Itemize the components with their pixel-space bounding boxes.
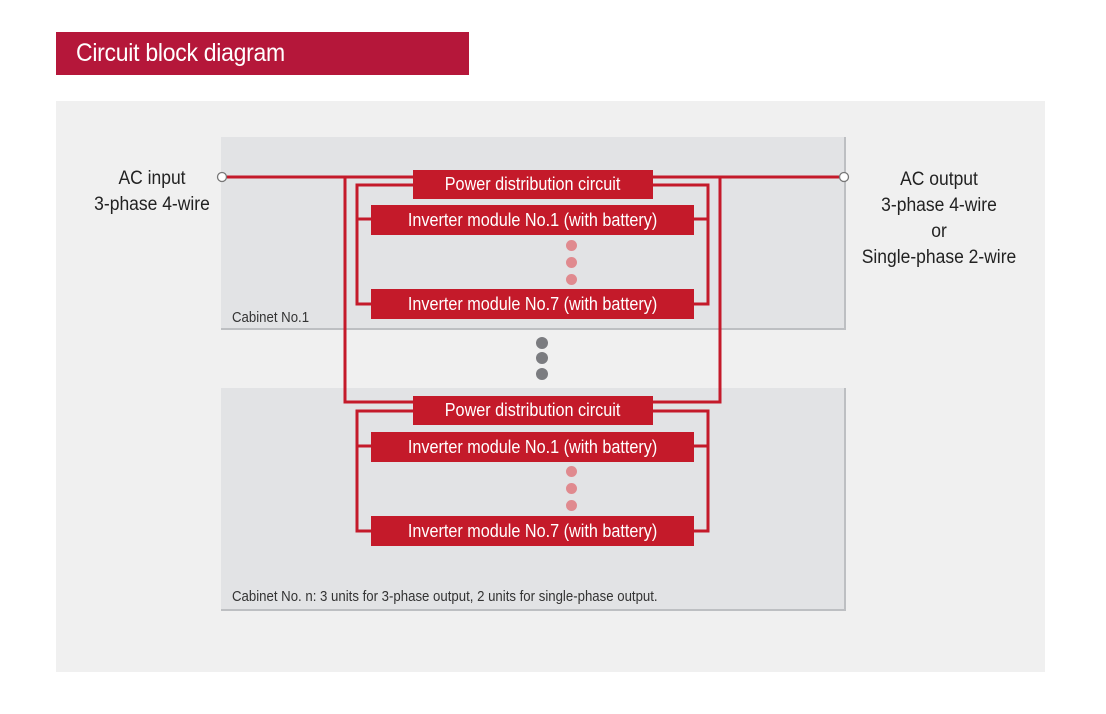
cabinet-ellipsis-dot — [536, 352, 548, 364]
cab1-label: Cabinet No.1 — [232, 309, 310, 326]
ac-output-line1: AC output — [900, 169, 978, 190]
cab1-pdc-label: Power distribution circuit — [445, 174, 621, 194]
ac-output-line3: or — [931, 221, 947, 242]
bus-link-right — [653, 177, 722, 404]
cabn-label: Cabinet No. n: 3 units for 3-phase outpu… — [232, 588, 658, 605]
cab1-inv1-label: Inverter module No.1 (with battery) — [407, 210, 658, 230]
cab1-power-distribution-circuit: Power distribution circuit — [413, 170, 653, 199]
cab1-ellipsis-dot — [566, 240, 577, 251]
ac-input-line1: AC input — [118, 168, 186, 189]
cabn-ellipsis-dot — [566, 500, 577, 511]
cabn-ellipsis-dot — [566, 483, 577, 494]
cab1-module-bus-left — [355, 183, 413, 306]
bus-link-left — [343, 177, 413, 404]
cabn-inv1-label: Inverter module No.1 (with battery) — [407, 437, 658, 457]
cabn-inverter-module-7: Inverter module No.7 (with battery) — [371, 516, 694, 546]
ac-input-terminal — [216, 171, 228, 183]
section-title: Circuit block diagram — [76, 39, 285, 67]
cabinet-n — [221, 388, 846, 611]
ac-output-line4: Single-phase 2-wire — [861, 247, 1017, 268]
cabn-module-bus-right — [653, 409, 710, 533]
cabn-ellipsis-dot — [566, 466, 577, 477]
ac-output-terminal — [838, 171, 850, 183]
cabn-inverter-module-1: Inverter module No.1 (with battery) — [371, 432, 694, 462]
cab1-ellipsis-dot — [566, 257, 577, 268]
ac-output-label: AC output 3-phase 4-wire or Single-phase… — [850, 167, 1028, 271]
ac-output-line2: 3-phase 4-wire — [881, 195, 997, 216]
cabinet-ellipsis-dot — [536, 368, 548, 380]
cabn-pdc-label: Power distribution circuit — [445, 400, 621, 420]
ac-input-line2: 3-phase 4-wire — [94, 194, 210, 215]
cab1-ellipsis-dot — [566, 274, 577, 285]
cab1-module-bus-right — [653, 183, 710, 306]
cabinet-ellipsis-dot — [536, 337, 548, 349]
cabn-power-distribution-circuit: Power distribution circuit — [413, 396, 653, 425]
cabn-module-bus-left — [355, 409, 413, 533]
section-header: Circuit block diagram — [56, 32, 469, 75]
cab1-inverter-module-7: Inverter module No.7 (with battery) — [371, 289, 694, 319]
cab1-inverter-module-1: Inverter module No.1 (with battery) — [371, 205, 694, 235]
cabn-inv7-label: Inverter module No.7 (with battery) — [407, 521, 658, 541]
cab1-inv7-label: Inverter module No.7 (with battery) — [407, 294, 658, 314]
ac-input-label: AC input 3-phase 4-wire — [84, 166, 220, 218]
